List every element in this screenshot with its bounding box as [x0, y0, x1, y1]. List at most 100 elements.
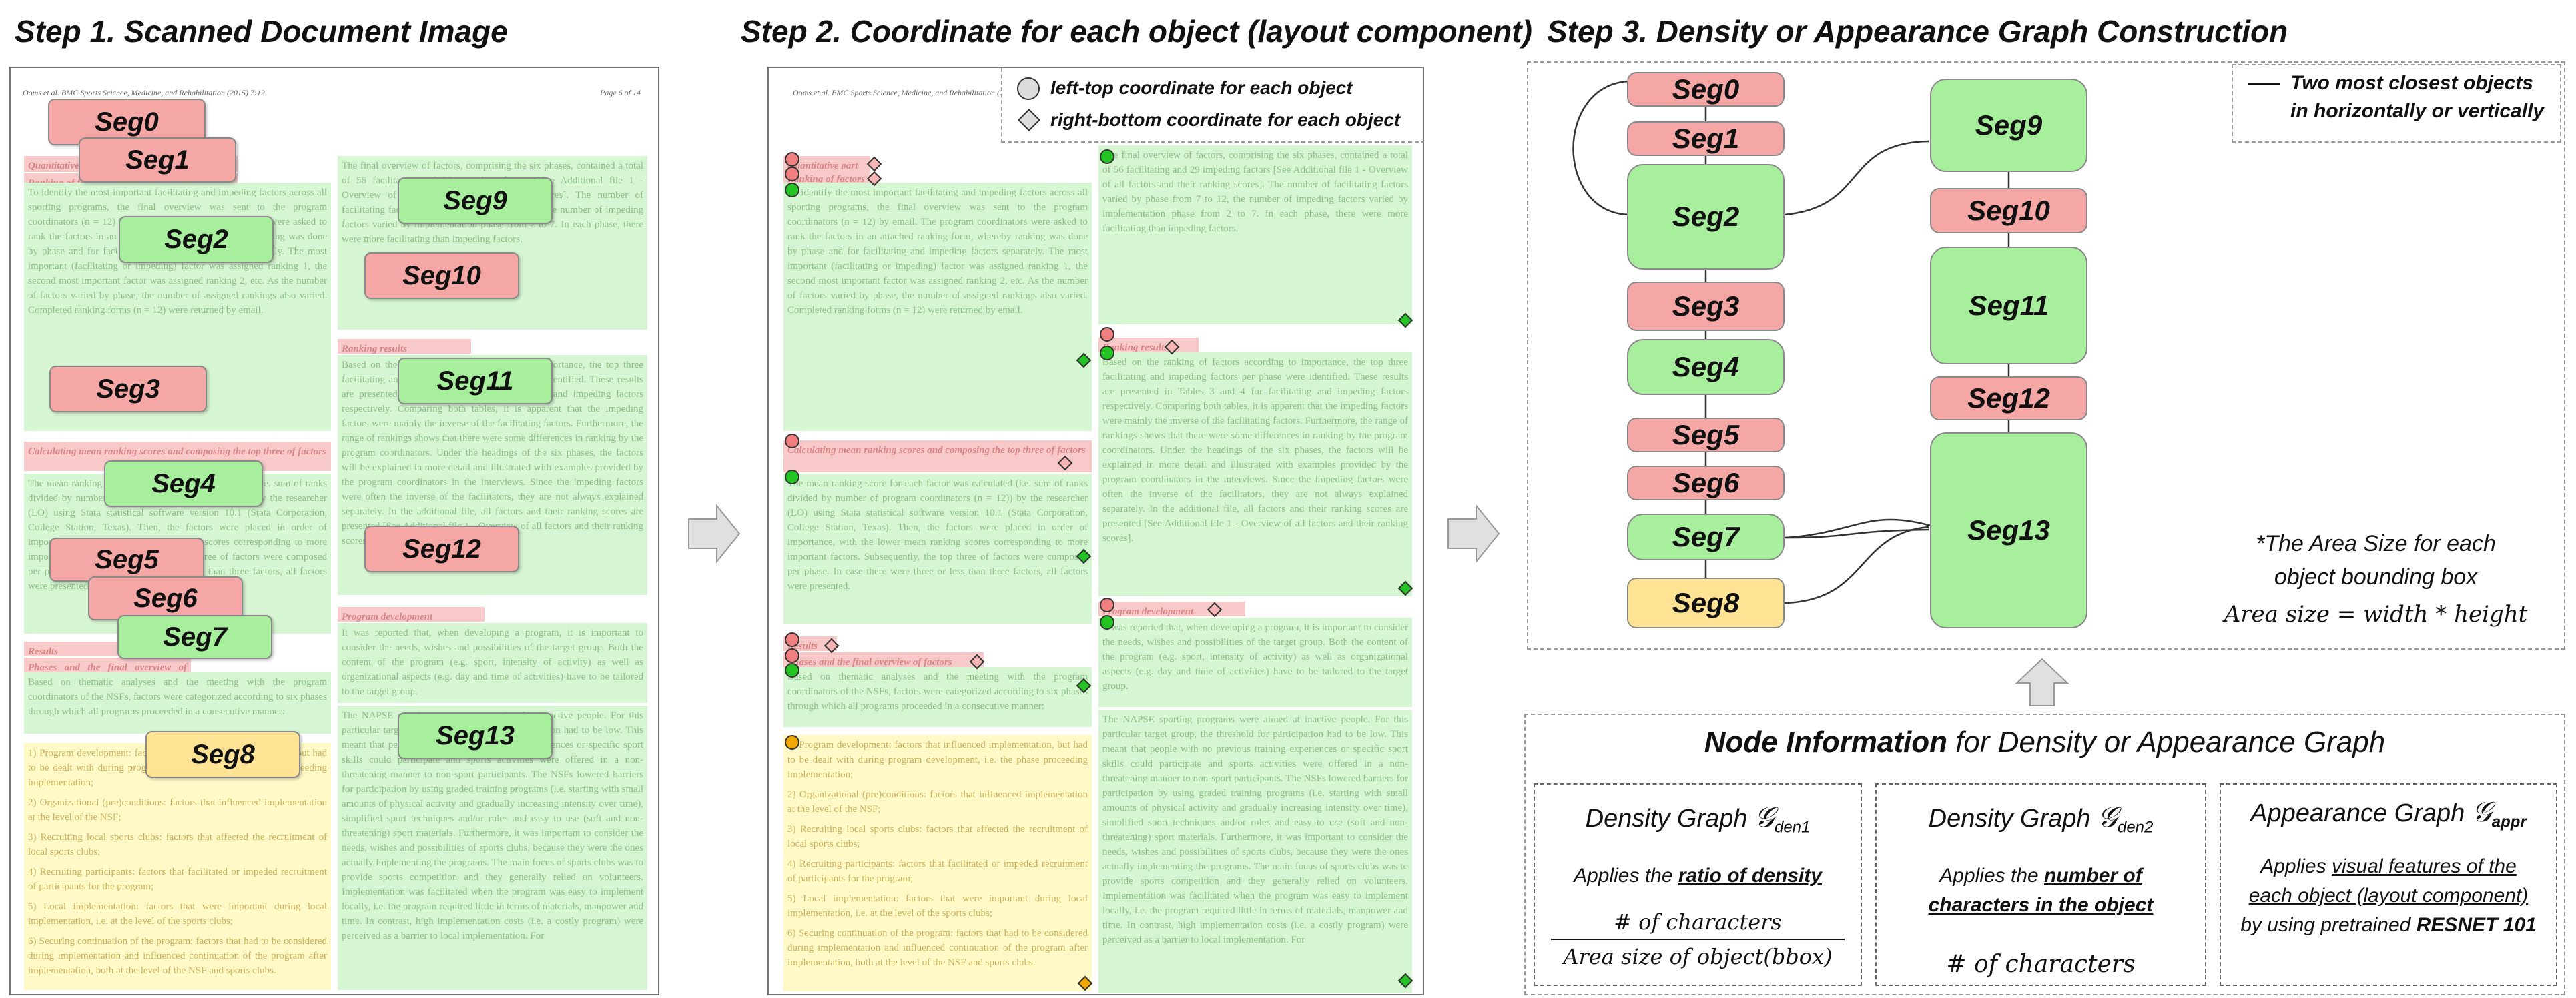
- left-top-marker: [1100, 615, 1114, 630]
- den1-title: Density Graph 𝒢den1: [1535, 801, 1861, 837]
- list-item: 5) Local implementation: factors that we…: [787, 893, 1088, 919]
- node-information-panel: [1524, 714, 2565, 995]
- scanned-document-step2: Ooms et al. BMC Sports Science, Medicine…: [767, 67, 1424, 995]
- region-paragraph-7: The NAPSE sporting programs were aimed a…: [338, 706, 647, 990]
- appr-desc-pre: Applies: [2260, 855, 2332, 877]
- region-paragraph-6: It was reported that, when developing a …: [1098, 618, 1412, 707]
- den2-formula: # of characters: [1946, 950, 2136, 978]
- graph-node-seg11: Seg11: [1930, 247, 2087, 364]
- list-item: 6) Securing continuation of the program:…: [787, 928, 1088, 968]
- den1-numerator: # of characters: [1614, 909, 1782, 935]
- region-paragraph-5: Based on the ranking of factors accordin…: [1098, 352, 1412, 596]
- region-text: Based on thematic analyses and the meeti…: [787, 672, 1088, 712]
- step1-title: Step 1. Scanned Document Image: [15, 14, 508, 49]
- region-text: Ranking results: [1102, 342, 1168, 352]
- region-heading-3: Calculating mean ranking scores and comp…: [783, 440, 1092, 472]
- den2-desc-pre: Applies the: [1939, 864, 2045, 887]
- left-top-marker: [785, 735, 799, 750]
- scanned-document-step1: Ooms et al. BMC Sports Science, Medicine…: [9, 67, 659, 995]
- region-heading-7: Program development: [338, 607, 485, 622]
- graph-node-seg4: Seg4: [1627, 339, 1785, 395]
- region-paragraph-6: It was reported that, when developing a …: [338, 623, 647, 703]
- graph-node-seg8: Seg8: [1627, 578, 1785, 628]
- appr-symbol: 𝒢: [2471, 795, 2492, 828]
- graph-node-seg6: Seg6: [1627, 466, 1785, 500]
- region-text: Based on the ranking of factors accordin…: [1102, 357, 1408, 544]
- appr-title-text: Appearance Graph: [2250, 799, 2472, 827]
- region-text: The NAPSE sporting programs were aimed a…: [1102, 714, 1408, 945]
- region-text: Quantitative part: [787, 161, 858, 171]
- edge-line-icon: [2248, 83, 2280, 85]
- area-size-note: *The Area Size for each object bounding …: [2202, 527, 2549, 631]
- graph-node-seg1: Seg1: [1627, 121, 1785, 156]
- region-paragraph-7: The NAPSE sporting programs were aimed a…: [1098, 710, 1412, 993]
- right-bottom-legend-label: right-bottom coordinate for each object: [1050, 109, 1401, 130]
- region-paragraph-2: The mean ranking score for each factor w…: [783, 474, 1092, 624]
- den1-formula: # of characters Area size of object(bbox…: [1535, 909, 1861, 969]
- den1-desc: Applies the ratio of density: [1535, 861, 1861, 891]
- density-graph-den1-card: Density Graph 𝒢den1 Applies the ratio of…: [1534, 783, 1862, 986]
- den2-symbol: 𝒢: [2098, 801, 2118, 833]
- node-info-title-bold: Node Information: [1704, 726, 1947, 759]
- region-text: It was reported that, when developing a …: [1102, 622, 1408, 692]
- left-top-marker: [1100, 149, 1114, 164]
- appr-desc: Applies visual features of the each obje…: [2221, 852, 2556, 940]
- region-list: 1) Program development: factors that inf…: [783, 735, 1092, 991]
- den2-subscript: den2: [2117, 818, 2154, 837]
- left-top-legend-label: left-top coordinate for each object: [1050, 77, 1353, 98]
- region-paragraph-1: To identify the most important facilitat…: [783, 183, 1092, 431]
- seg3-label: Seg3: [49, 366, 207, 412]
- graph-node-seg12: Seg12: [1930, 376, 2087, 420]
- doc-header-left: Ooms et al. BMC Sports Science, Medicine…: [793, 88, 1035, 97]
- left-top-marker: [785, 167, 799, 181]
- appr-subscript: appr: [2491, 813, 2527, 831]
- fraction-bar: [1551, 938, 1845, 940]
- seg5-label: Seg5: [49, 538, 204, 582]
- region-text: Results: [28, 646, 59, 656]
- list-item: 6) Securing continuation of the program:…: [28, 936, 327, 976]
- edge-legend-line2: in horizontally or vertically: [2290, 100, 2545, 122]
- appr-desc-em2: each object (layout component): [2248, 884, 2529, 907]
- doc-header-right: Page 6 of 14: [600, 88, 641, 97]
- list-item: 4) Recruiting participants: factors that…: [28, 867, 327, 892]
- seg13-label: Seg13: [398, 712, 553, 759]
- region-paragraph-3: Based on thematic analyses and the meeti…: [24, 672, 331, 734]
- seg1-label: Seg1: [79, 137, 236, 183]
- region-paragraph-3: Based on thematic analyses and the meeti…: [783, 667, 1092, 727]
- appearance-graph-card: Appearance Graph 𝒢appr Applies visual fe…: [2220, 783, 2557, 986]
- region-text: It was reported that, when developing a …: [342, 628, 643, 697]
- coordinate-legend: left-top coordinate for each object righ…: [1001, 68, 1423, 143]
- list-item: 2) Organizational (pre)conditions: facto…: [787, 789, 1088, 815]
- left-top-marker: [1100, 598, 1114, 612]
- list-item: 5) Local implementation: factors that we…: [28, 901, 327, 927]
- region-heading-5: Phases and the final overview of factors: [24, 658, 191, 672]
- list-item: 4) Recruiting participants: factors that…: [787, 859, 1088, 884]
- region-text: The mean ranking score for each factor w…: [787, 478, 1088, 592]
- area-note-line2: object bounding box: [2274, 564, 2478, 590]
- left-top-marker: [785, 434, 799, 448]
- appr-model: RESNET 101: [2416, 913, 2537, 936]
- left-top-marker: [785, 663, 799, 678]
- seg9-label: Seg9: [398, 177, 553, 224]
- step2-title: Step 2. Coordinate for each object (layo…: [741, 14, 1532, 49]
- left-top-marker: [785, 183, 799, 197]
- region-text: Phases and the final overview of factors: [28, 662, 187, 672]
- left-top-marker: [1100, 346, 1114, 360]
- left-top-marker: [785, 470, 799, 484]
- den1-desc-pre: Applies the: [1574, 864, 1678, 887]
- graph-node-seg2: Seg2: [1627, 164, 1785, 270]
- region-text: Calculating mean ranking scores and comp…: [787, 445, 1086, 456]
- graph-node-seg0: Seg0: [1627, 72, 1785, 107]
- right-arrow-icon: [1447, 504, 1500, 564]
- graph-node-seg9: Seg9: [1930, 79, 2087, 172]
- seg8-label: Seg8: [145, 731, 300, 778]
- left-top-marker: [785, 632, 799, 647]
- den2-title-text: Density Graph: [1928, 805, 2098, 833]
- region-heading-1: Quantitative part: [783, 156, 870, 171]
- region-heading-5: Phases and the final overview of factors: [783, 652, 984, 667]
- region-heading-7: Program development: [1098, 602, 1245, 616]
- region-text: Calculating mean ranking scores and comp…: [28, 446, 326, 457]
- doc-header-left: Ooms et al. BMC Sports Science, Medicine…: [23, 88, 265, 97]
- region-text: To identify the most important facilitat…: [787, 187, 1088, 316]
